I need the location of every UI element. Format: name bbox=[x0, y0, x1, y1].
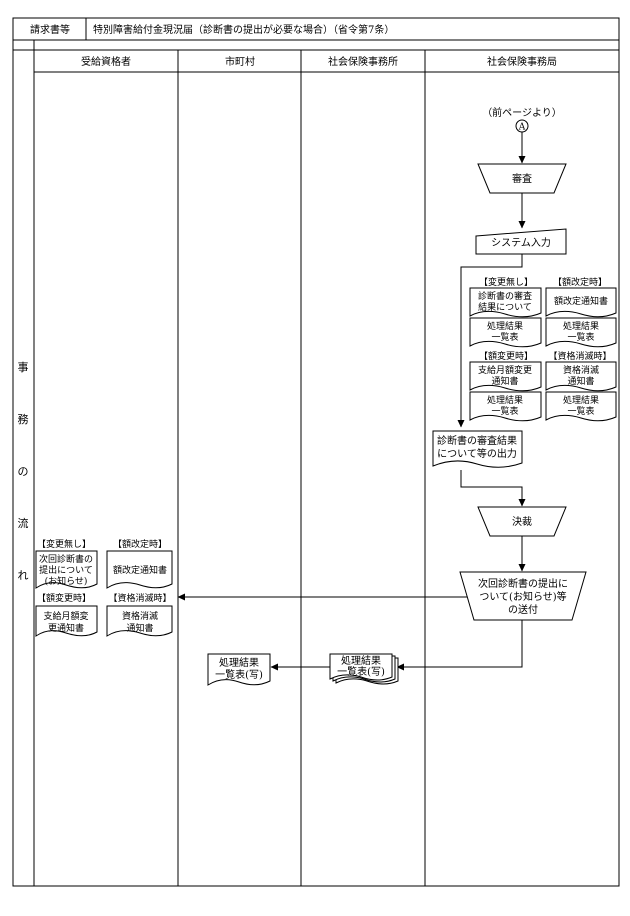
case-doc-line: (お知らせ) bbox=[45, 575, 88, 587]
bureau-case-group-no-change: 【変更無し】 診断書の審査 結果について 処理結果 一覧表 bbox=[469, 276, 542, 348]
lane-header-social-insurance-office: 社会保険事務所 bbox=[328, 55, 398, 68]
review-node bbox=[477, 163, 567, 194]
bureau-case-group-amount-revised: 【額改定時】 額改定通知書 処理結果 一覧表 bbox=[545, 276, 617, 348]
side-label-char: 務 bbox=[18, 412, 29, 426]
send-label-line: 次回診断書の提出に bbox=[478, 577, 568, 590]
lane-header-social-insurance-bureau: 社会保険事務局 bbox=[487, 55, 557, 68]
case-doc-line: 提出について bbox=[39, 564, 93, 576]
output-document-node bbox=[432, 430, 523, 468]
case-doc-line: 通知書 bbox=[491, 375, 518, 387]
send-node bbox=[459, 571, 587, 621]
document-shape bbox=[469, 361, 542, 392]
case-doc-line: 支給月額変更 bbox=[478, 364, 532, 376]
case-tag: 【変更無し】 bbox=[479, 276, 533, 288]
case-list-line: 処理結果 bbox=[487, 320, 523, 332]
case-doc-line: 結果について bbox=[478, 301, 532, 313]
office-list-label-line: 処理結果 bbox=[341, 654, 381, 667]
document-shape bbox=[545, 391, 617, 422]
case-doc-line: 資格消滅 bbox=[122, 610, 158, 622]
case-tag: 【額変更時】 bbox=[479, 350, 533, 362]
case-tag: 【資格消滅時】 bbox=[548, 350, 611, 362]
case-doc-line: 額改定通知書 bbox=[554, 295, 608, 307]
document-shape bbox=[545, 361, 617, 392]
side-label: 事 務 の 流 れ bbox=[18, 361, 29, 582]
decision-node bbox=[477, 506, 567, 537]
document-shape bbox=[469, 317, 542, 348]
review-label: 審査 bbox=[512, 172, 532, 185]
document-shape bbox=[106, 550, 173, 589]
decision-label: 決裁 bbox=[512, 515, 532, 528]
case-list-line: 処理結果 bbox=[563, 394, 599, 406]
send-label-line: の送付 bbox=[508, 603, 538, 616]
form-title: 特別障害給付金現況届（診断書の提出が必要な場合）（省令第7条） bbox=[93, 23, 394, 36]
document-shape bbox=[545, 287, 617, 318]
side-label-char: の bbox=[18, 465, 29, 478]
bureau-case-group-amount-changed: 【額変更時】 支給月額変更 通知書 処理結果 一覧表 bbox=[469, 350, 542, 422]
office-list-label-line: 一覧表(写) bbox=[337, 665, 385, 678]
case-doc-line: 更通知書 bbox=[48, 622, 84, 634]
city-list-document bbox=[207, 653, 271, 686]
system-input-node bbox=[475, 228, 567, 255]
lane-header-municipality: 市町村 bbox=[225, 55, 255, 68]
recipient-case-group-eligibility-lost: 【資格消滅時】 資格消滅 通知書 bbox=[106, 592, 173, 637]
case-tag: 【資格消滅時】 bbox=[108, 592, 171, 604]
document-shape bbox=[106, 605, 173, 637]
case-tag: 【変更無し】 bbox=[37, 538, 91, 550]
case-doc-line: 支給月額変 bbox=[43, 610, 88, 622]
case-list-line: 処理結果 bbox=[563, 320, 599, 332]
side-label-char: れ bbox=[18, 569, 29, 582]
recipient-case-group-no-change: 【変更無し】 次回診断書の 提出について (お知らせ) bbox=[35, 538, 98, 589]
city-list-label-line: 処理結果 bbox=[219, 656, 259, 669]
case-doc-line: 通知書 bbox=[126, 622, 153, 634]
arrow-input-to-output bbox=[457, 254, 523, 428]
category-label: 請求書等 bbox=[30, 23, 70, 36]
output-label-line: 診断書の審査結果 bbox=[437, 434, 517, 447]
send-label-line: ついて(お知らせ)等 bbox=[479, 590, 566, 603]
system-input-label: システム入力 bbox=[491, 236, 551, 249]
case-list-line: 一覧表 bbox=[567, 405, 594, 417]
case-tag: 【額変更時】 bbox=[37, 592, 91, 604]
recipient-case-group-amount-revised: 【額改定時】 額改定通知書 bbox=[106, 538, 173, 589]
case-list-line: 一覧表 bbox=[491, 331, 518, 343]
case-tag: 【額改定時】 bbox=[113, 538, 167, 550]
city-list-label-line: 一覧表(写) bbox=[215, 668, 263, 681]
lane-header-recipient: 受給資格者 bbox=[81, 55, 131, 68]
side-label-char: 事 bbox=[18, 361, 29, 374]
case-doc-line: 通知書 bbox=[567, 375, 594, 387]
case-list-line: 一覧表 bbox=[567, 331, 594, 343]
case-doc-line: 額改定通知書 bbox=[113, 564, 167, 576]
document-shape bbox=[35, 605, 98, 637]
bureau-case-group-eligibility-lost: 【資格消滅時】 資格消滅 通知書 処理結果 一覧表 bbox=[545, 350, 617, 422]
side-label-char: 流 bbox=[18, 516, 29, 530]
output-label-line: について等の出力 bbox=[437, 447, 517, 460]
case-doc-line: 診断書の審査 bbox=[478, 290, 532, 302]
arrow-send-to-office bbox=[396, 620, 523, 671]
case-doc-line: 次回診断書の bbox=[39, 553, 93, 565]
case-tag: 【額改定時】 bbox=[553, 276, 607, 288]
office-list-document-stack bbox=[329, 653, 399, 685]
document-shape bbox=[469, 391, 542, 422]
case-list-line: 一覧表 bbox=[491, 405, 518, 417]
table-frame bbox=[12, 17, 620, 887]
case-doc-line: 資格消滅 bbox=[563, 364, 599, 376]
recipient-case-group-amount-changed: 【額変更時】 支給月額変 更通知書 bbox=[35, 592, 98, 637]
document-shape bbox=[35, 550, 98, 589]
document-shape bbox=[469, 287, 542, 318]
connector-letter: A bbox=[518, 123, 526, 133]
document-shape bbox=[545, 317, 617, 348]
arrow-output-to-decision bbox=[460, 470, 526, 507]
connector-note: （前ページより） bbox=[482, 106, 562, 119]
case-list-line: 処理結果 bbox=[487, 394, 523, 406]
